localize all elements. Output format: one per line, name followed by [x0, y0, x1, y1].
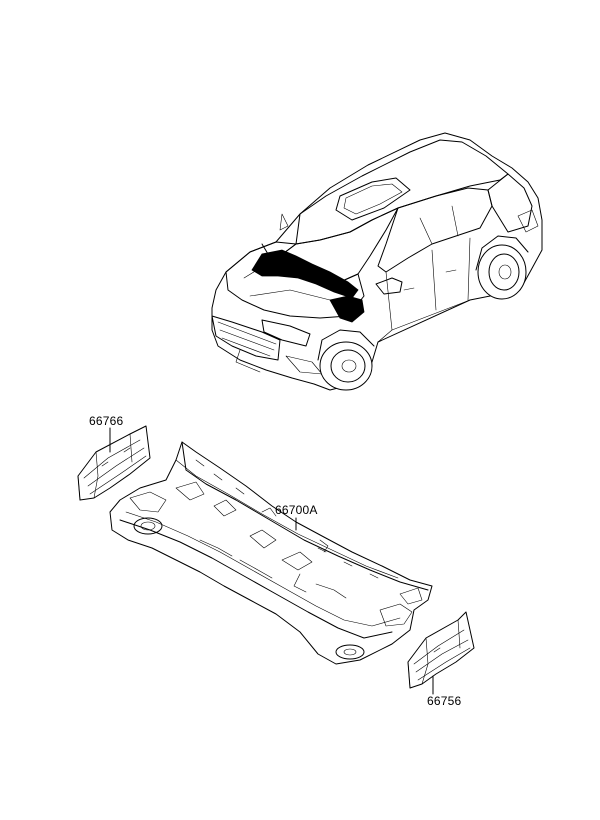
part-66756-side-panel-right: [407, 611, 475, 695]
part-label-66756: 66756: [427, 694, 462, 708]
vehicle-illustration: [211, 132, 543, 391]
part-label-66700A: 66700A: [275, 503, 318, 517]
part-66766-side-panel-left: [77, 425, 151, 501]
part-66700A-cowl-panel: [109, 441, 433, 665]
part-label-66766: 66766: [89, 414, 124, 428]
